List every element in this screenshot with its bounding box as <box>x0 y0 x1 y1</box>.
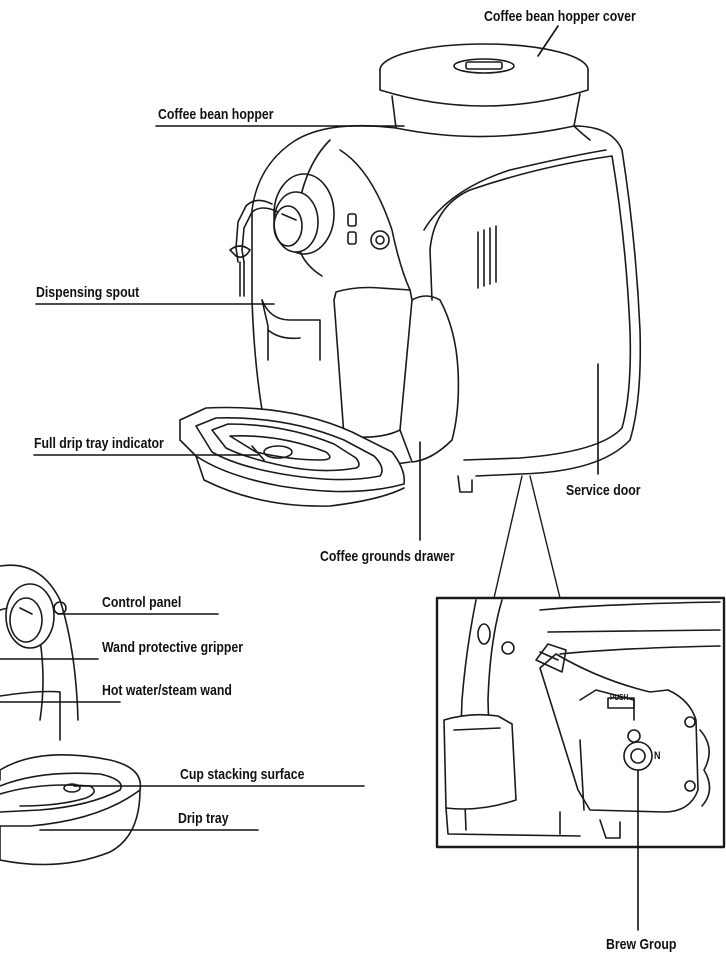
label-hopper: Coffee bean hopper <box>158 106 274 123</box>
label-hopper-cover: Coffee bean hopper cover <box>484 8 636 25</box>
dispensing-spout <box>261 299 321 361</box>
callout-lines <box>0 25 639 931</box>
label-steam-wand: Hot water/steam wand <box>102 682 232 699</box>
service-door <box>429 155 632 461</box>
label-grounds-drawer: Coffee grounds drawer <box>320 548 455 565</box>
label-service-door: Service door <box>566 482 641 499</box>
hopper-body <box>391 93 581 138</box>
brew-group-inset <box>435 475 726 849</box>
main-machine <box>179 43 642 507</box>
inset-n-text: N <box>654 750 661 762</box>
machine-body <box>251 124 642 477</box>
label-dispensing-spout: Dispensing spout <box>36 284 140 301</box>
label-wand-gripper: Wand protective gripper <box>102 639 244 656</box>
label-cup-surface: Cup stacking surface <box>180 766 305 783</box>
drip-tray <box>179 406 473 507</box>
label-full-drip-tray-indicator: Full drip tray indicator <box>34 435 164 452</box>
secondary-machine-view <box>0 564 142 866</box>
steam-wand <box>229 199 279 297</box>
label-brew-group: Brew Group <box>606 936 677 953</box>
label-drip-tray: Drip tray <box>178 810 229 827</box>
inset-push-text: PUSH <box>610 693 629 702</box>
leader-hopper-cover <box>537 25 559 57</box>
label-control-panel: Control panel <box>102 594 182 611</box>
hopper-cover <box>379 43 589 107</box>
